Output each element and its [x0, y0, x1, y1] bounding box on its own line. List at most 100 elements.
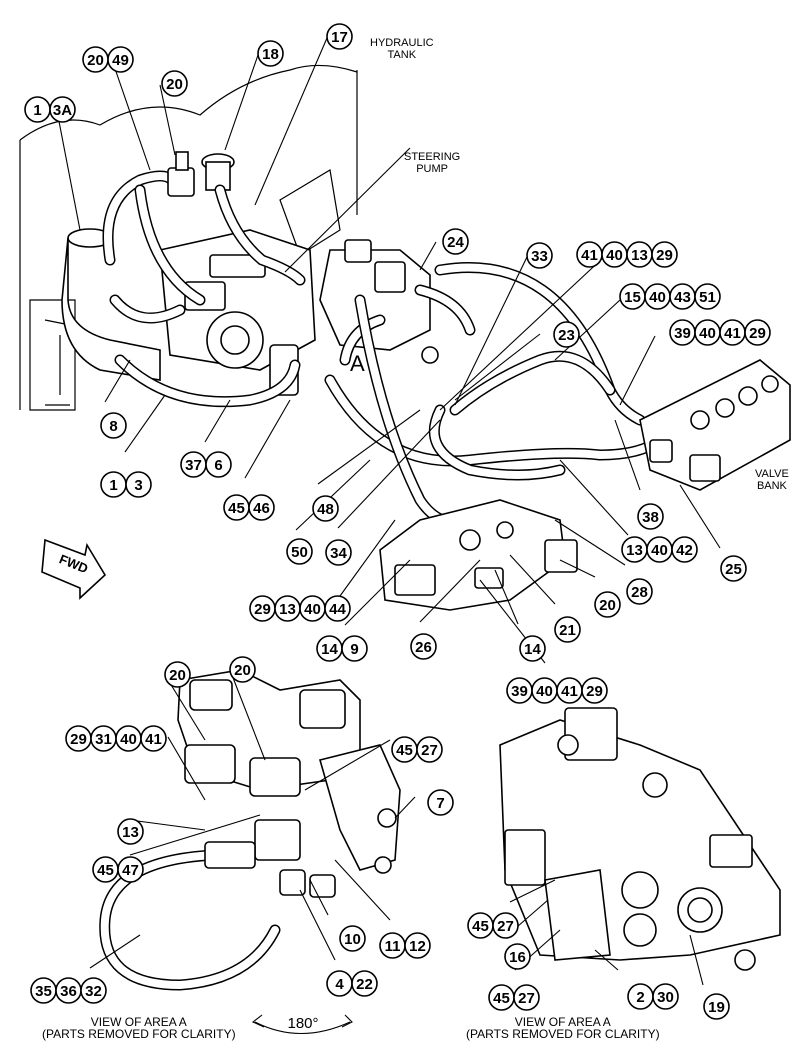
callout-circle [416, 736, 443, 763]
callout-number: 2 [636, 989, 644, 1006]
hydraulic-tank-label: HYDRAULIC TANK [370, 37, 434, 61]
callout-circle [492, 912, 519, 939]
callout-number: 26 [415, 639, 432, 656]
callout-number: 27 [497, 918, 514, 935]
callout-number: 23 [558, 327, 575, 344]
callout-number: 38 [642, 509, 659, 526]
callout-circle [140, 725, 167, 752]
callout-number: 37 [185, 457, 202, 474]
callout-number: 43 [674, 289, 691, 306]
callout-number: 10 [344, 931, 361, 948]
callout-number: 6 [214, 457, 222, 474]
callout-19: 19 [703, 993, 730, 1020]
callout-number: 51 [699, 289, 716, 306]
callout-number: 9 [350, 641, 358, 658]
callout-50: 50 [286, 538, 313, 565]
callout-number: 40 [699, 325, 716, 342]
valve-bank [639, 359, 791, 491]
callout-number: 41 [581, 247, 598, 264]
callout-circle [526, 242, 553, 269]
callout-number: 27 [518, 990, 535, 1007]
callout-circle [117, 856, 144, 883]
callout-number: 14 [524, 641, 541, 658]
callout-circle [744, 319, 771, 346]
callout-circle [325, 539, 352, 566]
callout-number: 13 [626, 542, 643, 559]
callout-number: 15 [624, 289, 641, 306]
callout-number: 39 [511, 683, 528, 700]
callout-circle [626, 578, 653, 605]
view-of-area-a-right: VIEW OF AREA A (PARTS REMOVED FOR CLARIT… [466, 1015, 660, 1041]
callout-circle [341, 635, 368, 662]
callout-38: 38 [637, 503, 664, 530]
rotation-arrow: 180° [251, 1014, 353, 1034]
callout-number: 7 [436, 795, 444, 812]
callout-number: 27 [421, 742, 438, 759]
callout-circle [205, 451, 232, 478]
callout-18: 18 [257, 40, 284, 67]
callout-circle [652, 983, 679, 1010]
callout-circle [324, 595, 351, 622]
callout-number: 25 [725, 561, 742, 578]
callout-26: 26 [410, 633, 437, 660]
center-manifold [319, 239, 476, 366]
callout-number: 4 [335, 976, 344, 993]
valve-bank-label: VALVE BANK [755, 468, 789, 492]
callout-circle [694, 283, 721, 310]
callout-circle [513, 984, 540, 1011]
callout-8: 8 [100, 412, 127, 439]
callout-number: 17 [331, 29, 348, 46]
callout-number: 40 [304, 601, 321, 618]
callout-24: 24 [442, 228, 469, 255]
callout-number: 13 [631, 247, 648, 264]
callout-number: 48 [317, 501, 334, 518]
callout-number: 1 [109, 477, 117, 494]
long-hoses [324, 262, 666, 528]
callout-number: 45 [472, 918, 489, 935]
callout-number: 45 [493, 990, 510, 1007]
detail-right [499, 707, 781, 971]
callout-number: 29 [70, 731, 87, 748]
callout-20-top: 20 [161, 70, 188, 97]
callout-circle [720, 555, 747, 582]
callout-number: 28 [631, 584, 648, 601]
callout-number: 41 [724, 325, 741, 342]
callout-circle [80, 977, 107, 1004]
callout-number: 21 [559, 622, 576, 639]
hydraulic-tank-outline [19, 64, 358, 411]
callout-number: 1 [33, 102, 41, 119]
callout-number: 41 [145, 731, 162, 748]
callout-number: 16 [509, 949, 526, 966]
callout-number: 33 [531, 248, 548, 265]
callout-circle [703, 993, 730, 1020]
area-a-marker: A [350, 351, 365, 376]
callout-circle [248, 494, 275, 521]
callout-number: 32 [85, 983, 102, 1000]
callout-25: 25 [720, 555, 747, 582]
callout-10: 10 [339, 925, 366, 952]
callout-23: 23 [553, 321, 580, 348]
callout-21: 21 [554, 616, 581, 643]
callout-circle [504, 943, 531, 970]
callout-20-mid: 20 [594, 591, 621, 618]
callout-circle [339, 925, 366, 952]
callout-circle [519, 635, 546, 662]
callout-number: 20 [166, 76, 183, 93]
callout-number: 29 [656, 247, 673, 264]
callout-number: 3 [134, 477, 142, 494]
callout-number: 45 [97, 862, 114, 879]
callout-number: 35 [35, 983, 52, 1000]
callout-number: 41 [561, 683, 578, 700]
callout-circle [107, 46, 134, 73]
callout-28: 28 [626, 578, 653, 605]
